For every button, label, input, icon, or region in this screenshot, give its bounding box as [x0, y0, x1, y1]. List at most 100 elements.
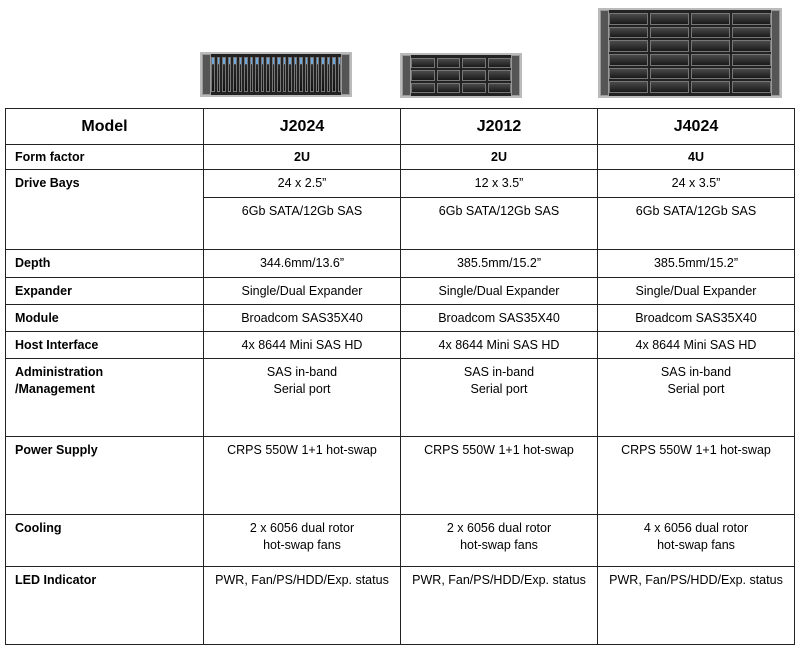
drive-bay — [487, 70, 511, 81]
drive-bay — [436, 70, 460, 81]
drive-bay — [411, 58, 435, 69]
drive-bay — [271, 57, 275, 92]
cell-j4024: CRPS 550W 1+1 hot-swap — [597, 436, 795, 515]
drive-bay — [436, 58, 460, 69]
drive-bay — [315, 57, 319, 92]
drive-bay — [650, 40, 689, 52]
drive-bay — [411, 70, 435, 81]
drive-bay — [222, 57, 226, 92]
row-label: Drive Bays — [5, 169, 204, 250]
drive-bay — [691, 81, 730, 93]
drive-bay — [650, 26, 689, 39]
drive-bay — [691, 40, 730, 52]
drive-bay — [293, 57, 297, 92]
cell-j4024: 6Gb SATA/12Gb SAS — [597, 197, 795, 250]
drive-bay — [233, 57, 237, 92]
cell-j2012: 385.5mm/15.2” — [400, 249, 598, 278]
drive-bay — [609, 81, 648, 93]
row-label: Form factor — [5, 144, 204, 170]
drive-bay — [244, 57, 248, 92]
model-header: Model — [5, 108, 204, 145]
drive-bay — [227, 57, 231, 92]
drive-bay — [609, 67, 648, 80]
row-label: Administration /Management — [5, 358, 204, 437]
drive-bay — [216, 57, 220, 92]
drive-bay — [650, 81, 689, 93]
drive-bay — [411, 82, 435, 93]
cell-j2012: 12 x 3.5” — [400, 169, 598, 198]
cell-j2024: Single/Dual Expander — [203, 277, 401, 305]
drive-bay — [691, 13, 730, 25]
drive-bay — [609, 13, 648, 25]
drive-bay — [277, 57, 281, 92]
cell-j4024: Single/Dual Expander — [597, 277, 795, 305]
cell-j2024: 4x 8644 Mini SAS HD — [203, 331, 401, 359]
cell-j2024: 2U — [203, 144, 401, 170]
drive-bay — [288, 57, 292, 92]
drive-bay — [732, 67, 771, 80]
cell-j2012: 6Gb SATA/12Gb SAS — [400, 197, 598, 250]
drive-bay — [691, 67, 730, 80]
header-row: Model J2024 J2012 J4024 — [5, 108, 795, 145]
drive-bay — [238, 57, 242, 92]
drive-bay — [732, 40, 771, 52]
model-j4024: J4024 — [597, 108, 795, 145]
cell-j2012: 2U — [400, 144, 598, 170]
cell-j2012: 4x 8644 Mini SAS HD — [400, 331, 598, 359]
cell-j2024: PWR, Fan/PS/HDD/Exp. status — [203, 566, 401, 645]
drive-bay — [487, 58, 511, 69]
drive-bay — [211, 57, 215, 92]
cell-j2024: SAS in-band Serial port — [203, 358, 401, 437]
j4024-chassis-image — [598, 8, 782, 98]
cell-j2012: Broadcom SAS35X40 — [400, 304, 598, 332]
drive-bay — [691, 26, 730, 39]
cell-j2012: 2 x 6056 dual rotor hot-swap fans — [400, 514, 598, 567]
cell-j2024: 24 x 2.5” — [203, 169, 401, 198]
drive-bay — [260, 57, 264, 92]
cell-j2024: 344.6mm/13.6” — [203, 249, 401, 278]
model-j2012: J2012 — [400, 108, 598, 145]
drive-bay — [299, 57, 303, 92]
cell-j2024: 2 x 6056 dual rotor hot-swap fans — [203, 514, 401, 567]
j2012-chassis-image — [400, 53, 522, 98]
drive-bay — [255, 57, 259, 92]
row-label: Host Interface — [5, 331, 204, 359]
drive-bay — [732, 54, 771, 66]
drive-bay — [436, 82, 460, 93]
drive-bay — [337, 57, 341, 92]
cell-j4024: Broadcom SAS35X40 — [597, 304, 795, 332]
cell-j4024: 4U — [597, 144, 795, 170]
drive-bay — [332, 57, 336, 92]
cell-j4024: 24 x 3.5” — [597, 169, 795, 198]
cell-j2012: CRPS 550W 1+1 hot-swap — [400, 436, 598, 515]
drive-bay — [732, 81, 771, 93]
cell-j2024: 6Gb SATA/12Gb SAS — [203, 197, 401, 250]
row-label: Expander — [5, 277, 204, 305]
row-label: LED Indicator — [5, 566, 204, 645]
drive-bay — [487, 82, 511, 93]
cell-j2012: SAS in-band Serial port — [400, 358, 598, 437]
drive-bay — [310, 57, 314, 92]
drive-bay — [326, 57, 330, 92]
drive-bay — [650, 13, 689, 25]
drive-bay — [732, 13, 771, 25]
drive-bay — [282, 57, 286, 92]
row-label: Depth — [5, 249, 204, 278]
drive-bay — [462, 82, 486, 93]
drive-bay — [462, 70, 486, 81]
model-j2024: J2024 — [203, 108, 401, 145]
cell-j4024: 385.5mm/15.2” — [597, 249, 795, 278]
cell-j2024: Broadcom SAS35X40 — [203, 304, 401, 332]
